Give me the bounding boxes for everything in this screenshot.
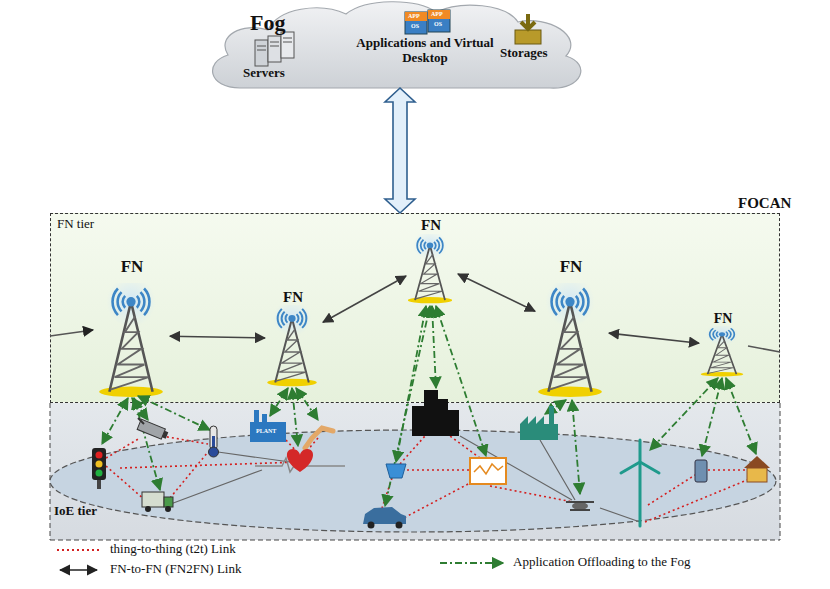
icon-label: Servers	[243, 66, 285, 81]
ioe-band	[50, 403, 780, 540]
truck	[142, 492, 173, 512]
fn2fn-link	[458, 274, 535, 311]
fog-link-arrow	[385, 88, 415, 213]
storage-icon	[515, 14, 541, 44]
chart-box	[470, 458, 506, 484]
basket	[386, 464, 406, 478]
fn2fn-link	[609, 333, 699, 343]
icon-text: APP	[431, 11, 443, 18]
traffic-light	[92, 448, 106, 489]
icon-label: Applications and Virtual Desktop	[345, 36, 505, 66]
house	[744, 456, 770, 482]
app-icon	[405, 10, 450, 34]
fog-node: FN	[535, 257, 609, 401]
legend-text: Application Offloading to the Fog	[513, 555, 690, 570]
node-label: FN	[265, 289, 321, 306]
title-text: Fog	[250, 10, 285, 35]
phone	[695, 460, 707, 482]
legend-text: FN-to-FN (FN2FN) Link	[110, 562, 241, 577]
building	[412, 390, 459, 436]
wind-turbine	[621, 440, 659, 526]
node-label: FN	[406, 217, 456, 234]
plant	[250, 410, 286, 442]
drone	[566, 502, 594, 510]
icon-text: APP	[408, 13, 420, 20]
node-label: FN	[96, 257, 168, 277]
legend-text: thing-to-thing (t2t) Link	[110, 542, 236, 557]
fn2fn-link	[323, 276, 406, 322]
fog-node: FN	[265, 289, 323, 388]
tier-label: FN tier	[57, 217, 94, 232]
icon-text: PLANT	[256, 428, 276, 435]
robot-arm	[305, 428, 333, 448]
heart	[287, 449, 313, 472]
tier-label: IoE tier	[54, 504, 97, 519]
icon-text: OS	[434, 21, 442, 28]
region-label: FOCAN	[738, 195, 791, 212]
icon-text: OS	[411, 23, 419, 30]
node-label: FN	[535, 257, 607, 277]
thermometer	[209, 426, 219, 457]
server-icon	[255, 32, 294, 66]
icon-label: Storages	[500, 46, 548, 61]
fog-node: FN	[699, 311, 749, 381]
fog-node: FN	[406, 217, 458, 306]
node-label: FN	[699, 311, 747, 327]
car	[363, 507, 406, 524]
factory	[520, 406, 558, 440]
fn2fn-link	[170, 336, 265, 338]
